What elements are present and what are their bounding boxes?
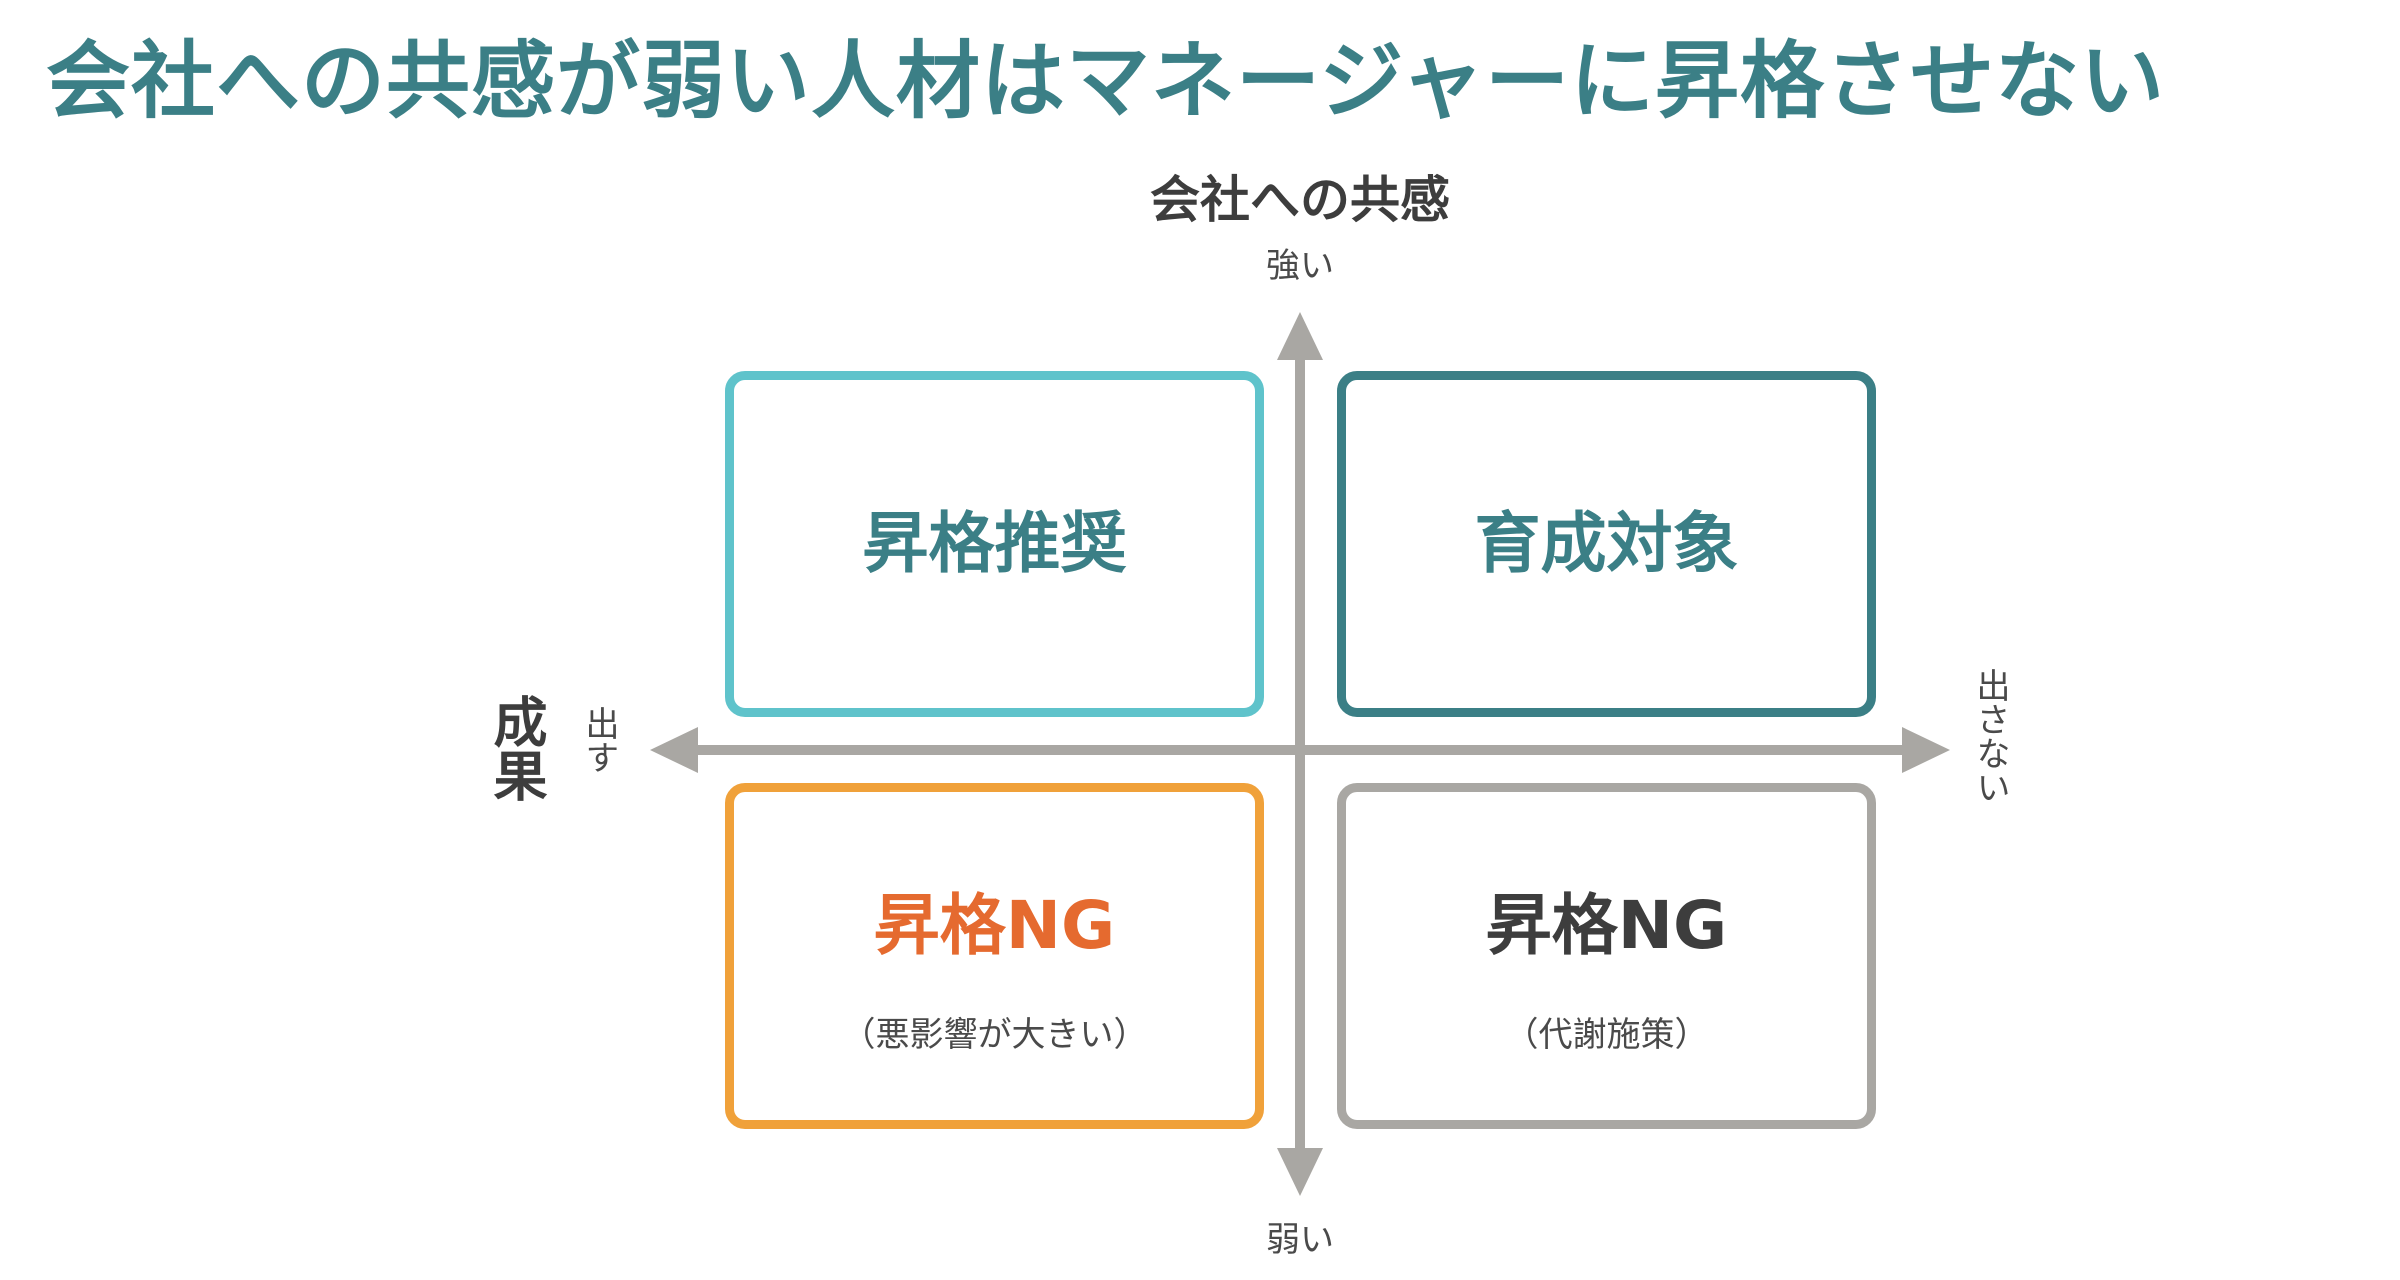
quadrant-top-right: 育成対象 <box>1337 371 1876 717</box>
y-axis-arrow-down <box>1277 1148 1323 1196</box>
y-axis-arrow-up <box>1277 312 1323 360</box>
quadrant-top-left: 昇格推奨 <box>725 371 1264 717</box>
x-axis-left-label: 出す <box>579 706 619 774</box>
x-axis-arrow-right <box>1902 727 1950 773</box>
x-axis-title: 成果 <box>484 694 547 802</box>
y-axis-title: 会社への共感 <box>1150 171 1450 229</box>
quadrant-bottom-right-note: （代謝施策） <box>1504 1014 1709 1055</box>
y-axis-top-label: 強い <box>1266 246 1334 286</box>
y-axis-bottom-label: 弱い <box>1266 1220 1334 1260</box>
x-axis-right-label: 出さない <box>1970 668 2010 804</box>
quadrant-bottom-right-label: 昇格NG <box>1485 887 1728 965</box>
quadrant-top-right-label: 育成対象 <box>1474 504 1739 582</box>
quadrant-top-left-label: 昇格推奨 <box>862 504 1127 582</box>
quadrant-bottom-left-label: 昇格NG <box>873 887 1116 965</box>
page-title: 会社への共感が弱い人材はマネージャーに昇格させない <box>46 32 2166 130</box>
x-axis-arrow-left <box>650 727 698 773</box>
quadrant-bottom-left: 昇格NG （悪影響が大きい） <box>725 783 1264 1129</box>
quadrant-bottom-left-note: （悪影響が大きい） <box>841 1014 1148 1055</box>
quadrant-bottom-right: 昇格NG （代謝施策） <box>1337 783 1876 1129</box>
